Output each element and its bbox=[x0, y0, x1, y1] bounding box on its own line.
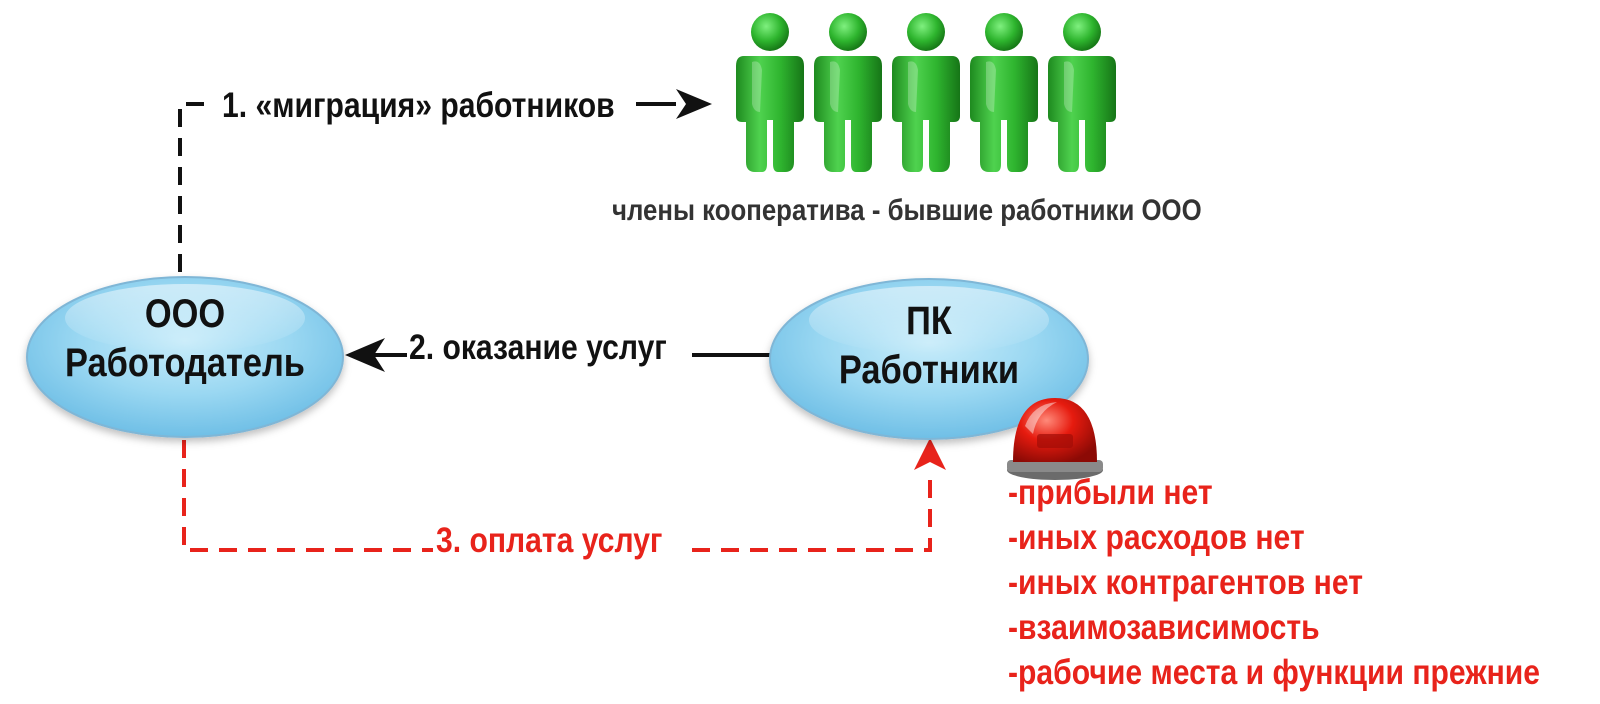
arrow-head-services bbox=[345, 338, 385, 372]
edge-label-migration: 1. «миграция» работников bbox=[222, 86, 615, 125]
risk-item: -взаимозависимость bbox=[1008, 608, 1320, 647]
node-employer bbox=[26, 276, 344, 438]
person-icon bbox=[736, 13, 804, 172]
risk-item: -прибыли нет bbox=[1008, 473, 1213, 512]
person-icon bbox=[1048, 13, 1116, 172]
arrow-head-payment bbox=[914, 438, 946, 470]
edge-label-services: 2. оказание услуг bbox=[409, 328, 667, 367]
person-icon bbox=[814, 13, 882, 172]
node-employer-line2: Работодатель bbox=[65, 340, 305, 385]
edge-label-payment: 3. оплата услуг bbox=[436, 521, 663, 560]
person-icon bbox=[892, 13, 960, 172]
edge-services bbox=[345, 338, 772, 372]
node-employer-line1: ООО bbox=[144, 292, 226, 336]
risk-item: -рабочие места и функции прежние bbox=[1008, 653, 1541, 692]
node-coop-label: ПК Работники bbox=[792, 297, 1065, 395]
risk-item: -иных расходов нет bbox=[1008, 518, 1305, 557]
node-coop bbox=[769, 278, 1089, 440]
siren-icon bbox=[1007, 398, 1103, 480]
arrow-head-migration bbox=[676, 89, 712, 119]
node-employer-label: ООО Работодатель bbox=[47, 290, 322, 388]
members-caption: члены кооператива - бывшие работники ООО bbox=[612, 194, 1202, 227]
node-coop-line2: Работники bbox=[838, 347, 1020, 392]
risk-item: -иных контрагентов нет bbox=[1008, 563, 1363, 602]
edge-migration bbox=[178, 89, 712, 272]
node-coop-line1: ПК bbox=[906, 299, 952, 343]
person-icon bbox=[970, 13, 1038, 172]
people-group bbox=[736, 13, 1116, 172]
risk-list: -прибыли нет -иных расходов нет -иных ко… bbox=[1008, 470, 1540, 695]
edge-payment bbox=[182, 438, 946, 552]
